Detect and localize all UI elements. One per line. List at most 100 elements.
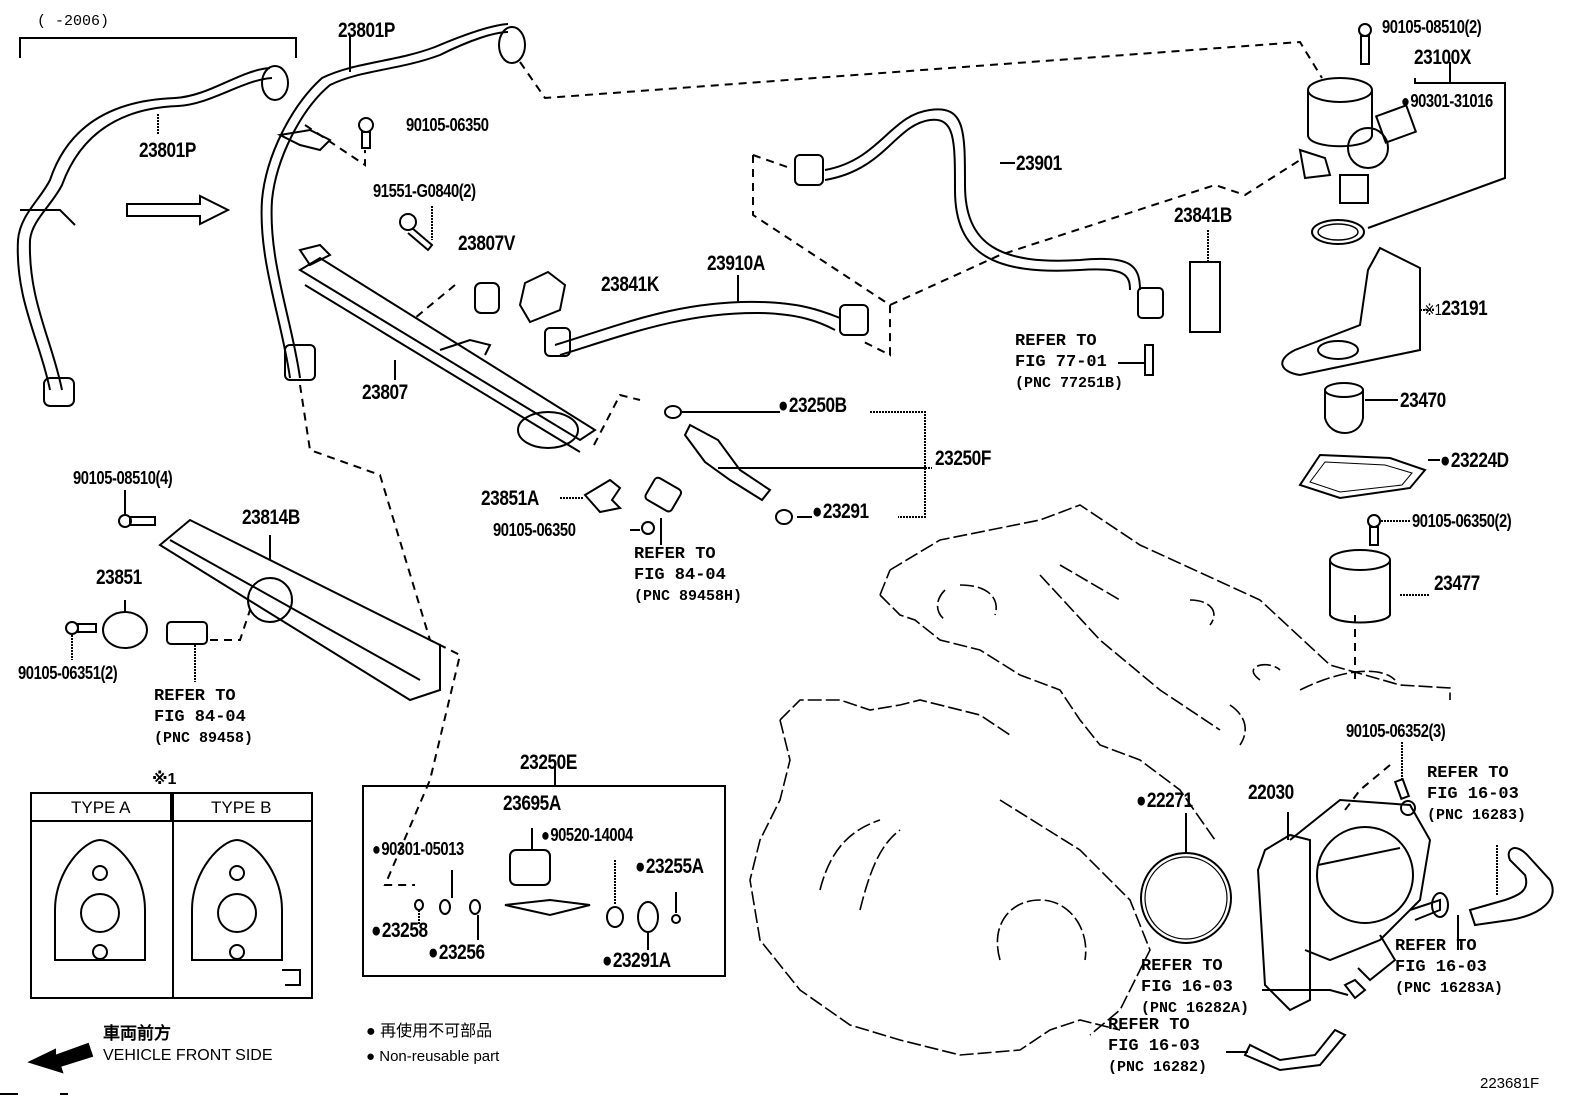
sensor-bracket-23851 xyxy=(65,600,208,682)
fuel-hose xyxy=(794,108,1164,319)
reference-line: REFER TO xyxy=(634,545,716,564)
part-label-bolt-guide[interactable]: 90105-06352(3) xyxy=(1346,721,1446,741)
part-label-pump-bolt[interactable]: 90105-08510(2) xyxy=(1382,17,1482,37)
part-label-sensor-bracket[interactable]: 23851 xyxy=(96,566,142,589)
part-label-intake-gasket[interactable]: 22271 xyxy=(1136,790,1193,811)
part-label-fuel-tube[interactable]: 23910A xyxy=(707,252,765,275)
reference-pnc: (PNC 16283A) xyxy=(1395,980,1504,997)
reference-fig-16-03-pnc-16283a[interactable]: REFER TO FIG 16-03 (PNC 16283A) xyxy=(1395,936,1503,999)
legend-non-reusable-jp: ● 再使用不可部品 xyxy=(366,1024,492,1040)
bracket-23191 xyxy=(1281,246,1435,377)
throttle-body-22030 xyxy=(1256,798,1441,1012)
clamp-23841k xyxy=(518,270,567,324)
type-a-header: TYPE A xyxy=(32,794,172,822)
part-label-bolt-rail[interactable]: 90105-08510(4) xyxy=(73,468,173,488)
legend-non-reusable-en-text: Non-reusable part xyxy=(379,1048,500,1065)
part-label-clamp-k[interactable]: 23841K xyxy=(601,273,659,296)
part-label-bracket[interactable]: ※123191 xyxy=(1424,297,1488,320)
lifter-23470 xyxy=(1324,382,1398,434)
reference-fig-84-04-h[interactable]: REFER TO FIG 84-04 (PNC 89458H) xyxy=(634,544,742,607)
bolt-and-spacer xyxy=(358,117,500,314)
part-label-kit-seal-b[interactable]: 23258 xyxy=(371,920,428,941)
reference-fig: FIG 16-03 xyxy=(1108,1037,1200,1056)
part-label-injector-seal[interactable]: 23291 xyxy=(812,501,869,522)
bolt-lifter xyxy=(1367,514,1410,546)
part-label-bolt-clip[interactable]: 90105-06350 xyxy=(493,520,576,540)
o-ring-pump xyxy=(1311,219,1365,245)
reference-pnc: (PNC 89458) xyxy=(154,730,254,747)
reference-fig: FIG 16-03 xyxy=(1427,785,1519,804)
reference-fig-77-01[interactable]: REFER TO FIG 77-01 (PNC 77251B) xyxy=(1015,331,1123,394)
vehicle-front-arrow-icon xyxy=(27,1042,94,1074)
part-label-spacer[interactable]: 23807V xyxy=(458,232,515,255)
clamp-23841b xyxy=(1118,230,1221,376)
date-range-note: ( -2006) xyxy=(37,13,110,30)
part-label-bolt-sensor[interactable]: 90105-06351(2) xyxy=(18,663,118,683)
type-a-drawing xyxy=(54,838,146,961)
non-reusable-dot-icon: ● xyxy=(366,1023,376,1040)
part-label-injector-set[interactable]: 23250F xyxy=(935,447,991,470)
injector-clip-and-sensor xyxy=(560,476,683,545)
part-label-bolt-top[interactable]: 90105-06350 xyxy=(406,115,489,135)
part-label-fuel-hose[interactable]: 23901 xyxy=(1016,152,1062,175)
arrow-right-icon xyxy=(126,194,231,226)
part-label-throttle-body[interactable]: 22030 xyxy=(1248,781,1294,804)
part-label-delivery-pipe[interactable]: 23807 xyxy=(362,381,408,404)
part-label-injector-o-ring[interactable]: 23250B xyxy=(778,395,847,416)
part-label-injector-clip[interactable]: 23851A xyxy=(481,487,539,510)
gasket-23224d xyxy=(1298,453,1440,500)
reference-line: REFER TO xyxy=(1015,332,1097,351)
kit-contents-box xyxy=(362,785,726,977)
legend-front-en: VEHICLE FRONT SIDE xyxy=(103,1047,273,1064)
part-label-kit[interactable]: 23250E xyxy=(520,751,577,774)
reference-pnc: (PNC 89458H) xyxy=(634,588,743,605)
part-label-kit-seal-a[interactable]: 23255A xyxy=(635,856,704,877)
reference-fig-16-03-pnc-16282[interactable]: REFER TO FIG 16-03 (PNC 16282) xyxy=(1108,1015,1207,1078)
type-b-drawing xyxy=(191,838,301,986)
reference-line: REFER TO xyxy=(1141,957,1223,976)
type-comparison-table: TYPE A TYPE B xyxy=(30,792,313,999)
reference-pnc: (PNC 77251B) xyxy=(1015,375,1124,392)
bracket-note: ※1 xyxy=(1424,302,1442,319)
intake-gasket-22271 xyxy=(1140,813,1232,944)
type-b-header: TYPE B xyxy=(171,794,311,822)
reference-line: REFER TO xyxy=(1395,937,1477,956)
part-label-gasket[interactable]: 23224D xyxy=(1440,450,1509,471)
type-table-divider xyxy=(171,794,174,997)
part-label-bolt-lifter[interactable]: 90105-06350(2) xyxy=(1412,511,1512,531)
part-label-lifter[interactable]: 23470 xyxy=(1400,389,1446,412)
legend-front-jp: 車両前方 xyxy=(103,1024,171,1043)
reference-line: REFER TO xyxy=(1427,764,1509,783)
legend-non-reusable-jp-text: 再使用不可部品 xyxy=(380,1023,493,1040)
part-label-delivery-rail[interactable]: 23814B xyxy=(242,506,300,529)
dashed-connection-lines xyxy=(210,40,1391,886)
part-label-fuel-pipe-left[interactable]: 23801P xyxy=(139,139,196,162)
part-label-fuel-pipe-right[interactable]: 23801P xyxy=(338,19,395,42)
part-label-o-ring-pump[interactable]: 90301-31016 xyxy=(1401,92,1493,110)
bolt-guide xyxy=(1393,742,1416,816)
part-label-kit-o-ring-a[interactable]: 90301-05013 xyxy=(372,840,464,858)
reference-fig: FIG 84-04 xyxy=(634,566,726,585)
fuel-pipe-left xyxy=(16,65,289,407)
fuel-injector xyxy=(664,405,932,525)
engine-outline xyxy=(749,504,1451,1056)
lifter-guide-23477 xyxy=(1329,549,1430,624)
reference-fig: FIG 16-03 xyxy=(1141,978,1233,997)
reference-fig: FIG 77-01 xyxy=(1015,353,1107,372)
part-label-bolt-delivery-pipe[interactable]: 91551-G0840(2) xyxy=(373,181,476,201)
part-label-kit-o-ring-b[interactable]: 90520-14004 xyxy=(541,826,633,844)
part-label-lifter-guide[interactable]: 23477 xyxy=(1434,572,1480,595)
reference-fig-16-03-pnc-16283[interactable]: REFER TO FIG 16-03 (PNC 16283) xyxy=(1427,763,1526,826)
part-label-kit-seal-d[interactable]: 23291A xyxy=(602,950,671,971)
part-label-kit-seal-c[interactable]: 23256 xyxy=(428,942,485,963)
figure-id: 223681F xyxy=(1480,1075,1540,1092)
bracket-number: 23191 xyxy=(1441,297,1488,320)
part-label-clamp-b[interactable]: 23841B xyxy=(1174,204,1232,227)
reference-fig-16-03-pnc-16282a[interactable]: REFER TO FIG 16-03 (PNC 16282A) xyxy=(1141,956,1249,1019)
part-label-kit-insulator[interactable]: 23695A xyxy=(503,792,561,815)
non-reusable-dot-icon: ● xyxy=(366,1048,376,1065)
part-label-fuel-pump[interactable]: 23100X xyxy=(1414,46,1471,69)
reference-fig-84-04[interactable]: REFER TO FIG 84-04 (PNC 89458) xyxy=(154,686,253,749)
reference-fig: FIG 16-03 xyxy=(1395,958,1487,977)
